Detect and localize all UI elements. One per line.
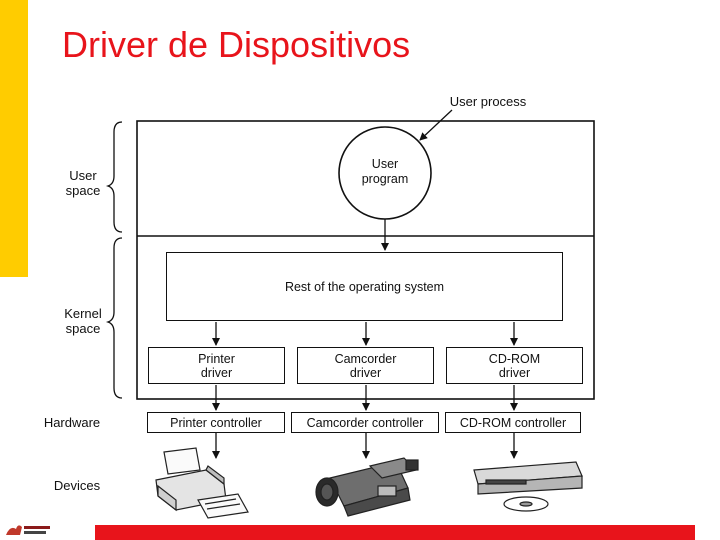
user-space-label-line2: space bbox=[65, 183, 101, 198]
user-process-label: User process bbox=[449, 94, 527, 109]
footer-strip bbox=[95, 525, 695, 540]
user-process-arrow bbox=[419, 109, 453, 141]
printer-controller-box: Printer controller bbox=[147, 412, 285, 433]
camcorder-controller-box: Camcorder controller bbox=[291, 412, 439, 433]
camcorder-controller-label: Camcorder controller bbox=[306, 415, 424, 430]
user-space-brace bbox=[105, 121, 123, 233]
slide-title: Driver de Dispositivos bbox=[62, 24, 411, 65]
institution-logo-icon bbox=[6, 525, 50, 535]
kernel-space-label: Kernel space bbox=[57, 306, 109, 336]
printer-driver-line2: driver bbox=[200, 365, 233, 380]
printer-driver-box: Printer driver bbox=[148, 347, 285, 384]
accent-bar bbox=[0, 0, 28, 277]
cdrom-drive-icon bbox=[473, 461, 583, 512]
camcorder-icon bbox=[315, 457, 419, 517]
user-program-label: User program bbox=[345, 157, 425, 187]
camcorder-driver-box: Camcorder driver bbox=[297, 347, 434, 384]
cdrom-driver-box: CD-ROM driver bbox=[446, 347, 583, 384]
kernel-space-brace bbox=[105, 237, 123, 399]
printer-controller-label: Printer controller bbox=[170, 415, 262, 430]
rest-of-os-box: Rest of the operating system bbox=[166, 252, 563, 321]
camcorder-driver-line2: driver bbox=[349, 365, 382, 380]
cdrom-driver-line2: driver bbox=[498, 365, 531, 380]
devices-label: Devices bbox=[53, 478, 101, 493]
kernel-space-label-line2: space bbox=[65, 321, 101, 336]
cdrom-controller-box: CD-ROM controller bbox=[445, 412, 581, 433]
user-space-label-line1: User bbox=[69, 168, 97, 183]
cdrom-controller-label: CD-ROM controller bbox=[459, 415, 567, 430]
user-program-label-line2: program bbox=[361, 172, 409, 186]
rest-of-os-label: Rest of the operating system bbox=[284, 279, 445, 294]
printer-icon bbox=[155, 447, 249, 519]
cdrom-driver-line1: CD-ROM bbox=[488, 351, 541, 366]
user-space-label: User space bbox=[58, 168, 108, 198]
camcorder-driver-line1: Camcorder bbox=[334, 351, 397, 366]
hardware-label: Hardware bbox=[43, 415, 101, 430]
kernel-space-label-line1: Kernel bbox=[64, 306, 102, 321]
user-program-label-line1: User bbox=[371, 157, 399, 171]
printer-driver-line1: Printer bbox=[198, 351, 235, 366]
